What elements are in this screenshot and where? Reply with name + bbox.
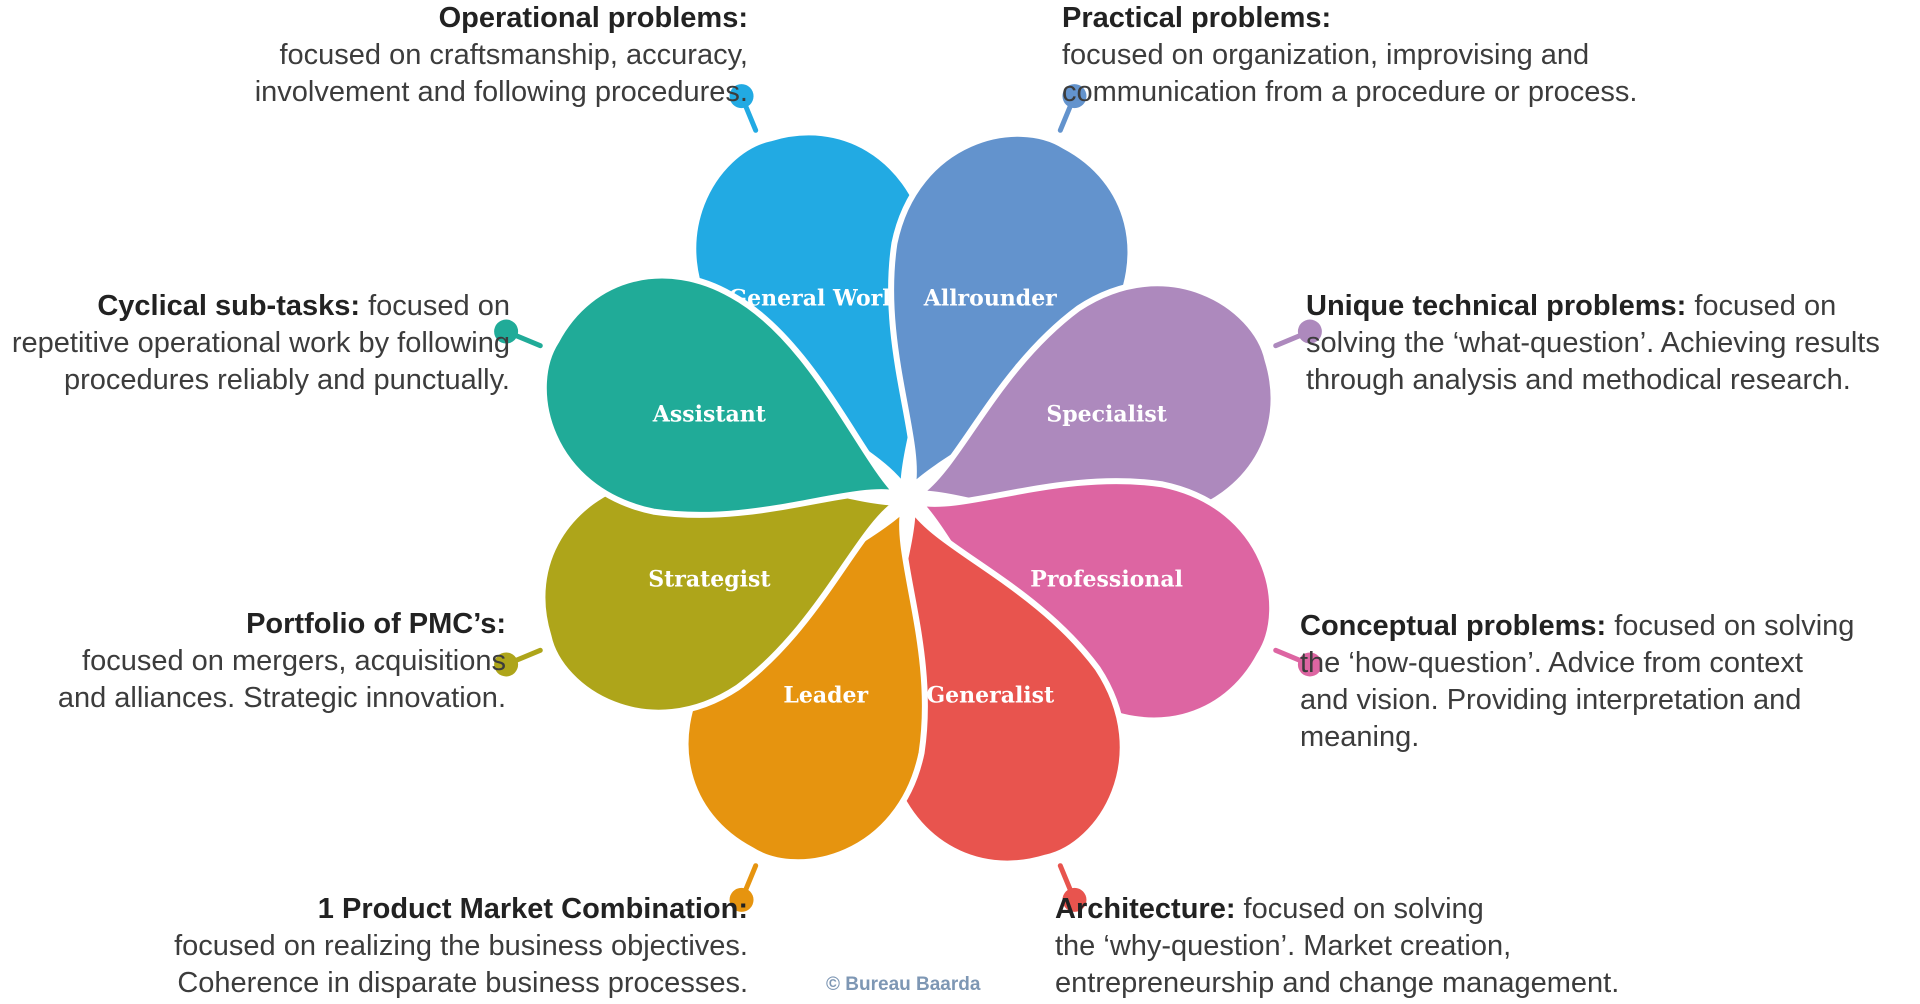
conceptual-title: Conceptual problems: [1300, 610, 1607, 642]
architecture-description: Architecture: focused on solving the ‘wh… [1055, 891, 1619, 1002]
unique-text1: focused on [1686, 290, 1837, 322]
cyclical-line2: repetitive operational work by following [11, 327, 510, 359]
conceptual-text1: focused on solving [1606, 610, 1855, 642]
portfolio-title: Portfolio of PMC’s: [246, 608, 506, 640]
pin-marker [1273, 319, 1322, 349]
pin-marker [1273, 647, 1322, 677]
portfolio-line1: focused on mergers, acquisitions [82, 645, 506, 677]
petal-label: Assistant [652, 402, 767, 428]
practical-title: Practical problems: [1062, 2, 1332, 34]
operational-line1: focused on craftsmanship, accuracy, [279, 39, 748, 71]
operational-description: Operational problems: focused on craftsm… [255, 0, 748, 111]
copyright-credit: © Bureau Baarda [826, 974, 981, 995]
practical-description: Practical problems: focused on organizat… [1062, 0, 1637, 111]
petal-shape [540, 272, 900, 518]
petal-label: Specialist [1046, 402, 1167, 428]
pmc-line2: Coherence in disparate business processe… [177, 967, 748, 999]
cyclical-title: Cyclical sub-tasks: [97, 290, 361, 322]
portfolio-description: Portfolio of PMC’s: focused on mergers, … [58, 606, 506, 717]
cyclical-text1: focused on [360, 290, 510, 322]
unique-technical-description: Unique technical problems: focused on so… [1306, 288, 1880, 399]
architecture-line2: the ‘why-question’. Market creation, [1055, 930, 1512, 962]
conceptual-line2: the ‘how-question’. Advice from context [1300, 647, 1803, 679]
conceptual-description: Conceptual problems: focused on solving … [1300, 608, 1920, 756]
petal-label: Allrounder [923, 285, 1057, 311]
petal-label: Leader [783, 683, 868, 709]
pin-marker [494, 319, 543, 349]
conceptual-line3: and vision. Providing interpretation and… [1300, 684, 1802, 753]
petal-assistant: Assistant [540, 272, 900, 518]
practical-line2: communication from a procedure or proces… [1062, 76, 1638, 108]
architecture-title: Architecture: [1055, 893, 1236, 925]
center-point [894, 484, 922, 512]
petal-label: Strategist [648, 566, 771, 592]
unique-line3: through analysis and methodical research… [1306, 364, 1851, 396]
cyclical-description: Cyclical sub-tasks: focused on repetitiv… [12, 288, 510, 399]
unique-title: Unique technical problems: [1306, 290, 1687, 322]
pin-marker [1057, 863, 1087, 912]
petal-label: Professional [1030, 566, 1183, 592]
unique-line2: solving the ‘what-question’. Achieving r… [1306, 327, 1880, 359]
architecture-text1: focused on solving [1235, 893, 1484, 925]
operational-line2: involvement and following procedures. [254, 76, 748, 108]
pin-marker [494, 647, 543, 677]
pin-marker [729, 84, 759, 133]
operational-title: Operational problems: [438, 2, 748, 34]
pmc-line1: focused on realizing the business object… [174, 930, 748, 962]
pin-marker [1057, 84, 1087, 133]
practical-line1: focused on organization, improvising and [1062, 39, 1590, 71]
pin-marker [729, 863, 759, 912]
architecture-line3: entrepreneurship and change management. [1055, 967, 1620, 999]
petal-label: Generalist [926, 683, 1055, 709]
cyclical-line3: procedures reliably and punctually. [63, 364, 510, 396]
petal-allrounder: Allrounder [888, 130, 1134, 490]
pmc-title: 1 Product Market Combination: [317, 893, 748, 925]
portfolio-line2: and alliances. Strategic innovation. [57, 682, 506, 714]
pmc-description: 1 Product Market Combination: focused on… [174, 891, 748, 1002]
petal-strategist: Strategist [539, 468, 900, 716]
